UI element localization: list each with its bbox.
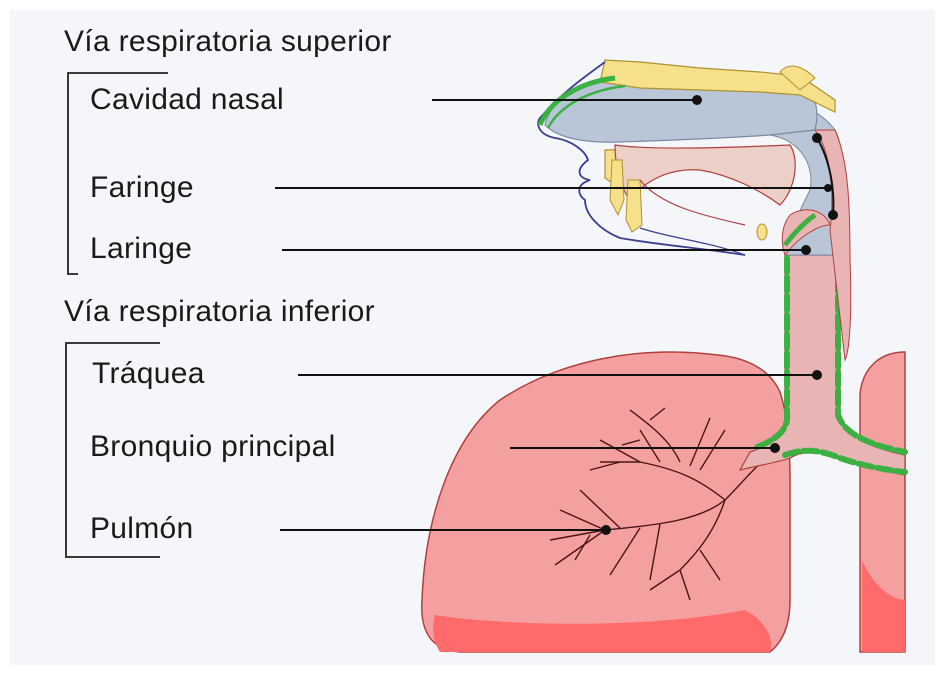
pharynx-range-end [828, 210, 838, 220]
dot-faringe [824, 184, 832, 192]
pharynx-range-start [812, 133, 822, 143]
label-traquea: Tráquea [92, 357, 205, 391]
upper-airway-title: Vía respiratoria superior [64, 25, 392, 59]
oral-cavity [615, 145, 795, 205]
jaw-outline [640, 180, 745, 225]
dot-traquea [812, 370, 822, 380]
label-cavidad-nasal: Cavidad nasal [90, 83, 284, 117]
dot-cavidad-nasal [692, 95, 702, 105]
label-faringe: Faringe [90, 171, 194, 205]
dot-laringe [801, 245, 811, 255]
dot-pulmon [601, 525, 611, 535]
left-lung [422, 352, 790, 652]
lower-airway-title: Vía respiratoria inferior [64, 295, 375, 329]
label-bronquio-principal: Bronquio principal [90, 430, 336, 464]
label-pulmon: Pulmón [90, 512, 194, 546]
dot-bronquio [770, 443, 780, 453]
label-laringe: Laringe [90, 232, 192, 266]
hyoid-bone [757, 224, 767, 240]
